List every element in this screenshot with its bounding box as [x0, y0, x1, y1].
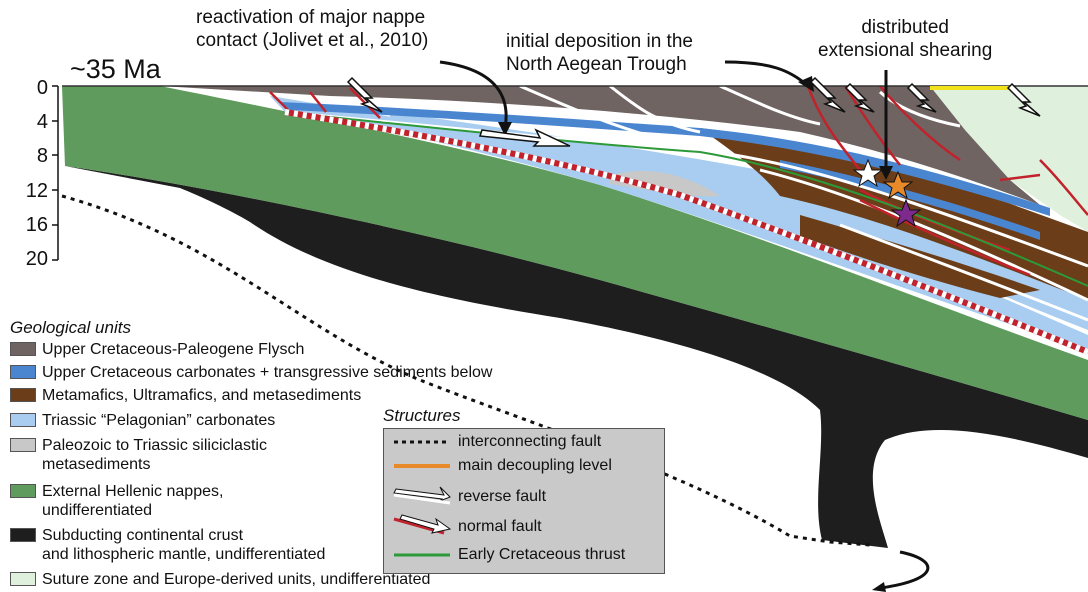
- shear-sense-arrows: [346, 76, 1041, 147]
- white-star: [852, 158, 884, 188]
- carbonates-band-2: [700, 128, 1050, 216]
- structures-legend: interconnecting fault main decoupling le…: [383, 428, 665, 574]
- extensional-shearing-annotation: distributed extensional shearing: [818, 17, 993, 61]
- early-cretaceous-thrust: [289, 112, 1088, 287]
- depth-tick-0: 0: [36, 77, 48, 99]
- structure-label-reverse: reverse fault: [458, 488, 547, 505]
- suture-zone-unit: [930, 86, 1088, 232]
- external-nappes-unit: [62, 86, 1088, 420]
- north-aegean-annotation: initial deposition in the North Aegean T…: [506, 31, 693, 75]
- legend-item-pelagonian: Triassic “Pelagonian” carbonates: [10, 411, 275, 430]
- reverse-fault-traces: [289, 84, 1088, 322]
- structure-label-interconnecting: interconnecting fault: [458, 433, 602, 450]
- structure-symbols: [393, 440, 452, 557]
- main-decoupling-level-dashes: [284, 109, 1088, 355]
- legend-label: External Hellenic nappes, undifferentiat…: [42, 483, 224, 519]
- legend-item-subducting: Subducting continental crust and lithosp…: [10, 526, 325, 564]
- legend-label: Upper Cretaceous-Paleogene Flysch: [42, 341, 305, 358]
- legend-label: Triassic “Pelagonian” carbonates: [42, 412, 276, 429]
- pelagonian-carbonates-unit-upper: [390, 112, 1088, 330]
- geological-units-title: Geological units: [10, 318, 131, 337]
- age-label: ~35 Ma: [70, 54, 161, 84]
- legend-label: Subducting continental crust and lithosp…: [42, 527, 326, 563]
- legend-item-flysch: Upper Cretaceous-Paleogene Flysch: [10, 340, 304, 359]
- legend-label: Upper Cretaceous carbonates + transgress…: [42, 364, 493, 381]
- legend-label: Suture zone and Europe-derived units, un…: [42, 571, 431, 588]
- legend-swatch: [10, 413, 36, 427]
- legend-swatch: [10, 438, 36, 452]
- legend-item-external-nappes: External Hellenic nappes, undifferentiat…: [10, 482, 223, 520]
- structure-label-normal: normal fault: [458, 518, 542, 535]
- legend-label: Paleozoic to Triassic siliciclastic meta…: [42, 437, 267, 473]
- depth-tick-12: 12: [25, 180, 48, 202]
- legend-swatch: [10, 365, 36, 379]
- interconnecting-fault: [61, 194, 871, 547]
- legend-swatch: [10, 484, 36, 498]
- legend-swatch: [10, 388, 36, 402]
- annotation-arrowheads: [498, 76, 893, 592]
- subducting-crust-unit: [65, 166, 1088, 548]
- stars: [852, 158, 922, 228]
- legend-item-suture: Suture zone and Europe-derived units, un…: [10, 570, 430, 589]
- legend-item-upper-carbonates: Upper Cretaceous carbonates + transgress…: [10, 363, 492, 382]
- legend-swatch: [10, 342, 36, 356]
- legend-label: Metamafics, Ultramafics, and metasedimen…: [42, 387, 362, 404]
- structure-label-thrust: Early Cretaceous thrust: [458, 546, 626, 563]
- nappe-contact-annotation: reactivation of major nappe contact (Jol…: [196, 7, 429, 51]
- orange-star: [882, 170, 914, 200]
- depth-tick-4: 4: [36, 111, 48, 133]
- red-half-arrow-symbol: [393, 514, 452, 535]
- depth-tick-8: 8: [36, 145, 48, 167]
- siliciclastic-unit: [610, 170, 720, 197]
- depth-axis: [52, 85, 59, 261]
- carbonates-band-1: [280, 102, 700, 136]
- legend-item-siliciclastic: Paleozoic to Triassic siliciclastic meta…: [10, 436, 267, 474]
- white-half-arrow-symbol: [393, 486, 451, 505]
- structures-title: Structures: [383, 406, 461, 425]
- purple-star: [890, 198, 922, 228]
- legend-item-metamafics: Metamafics, Ultramafics, and metasedimen…: [10, 386, 361, 405]
- depth-tick-16: 16: [25, 214, 48, 236]
- depth-tick-20: 20: [25, 248, 48, 270]
- structure-label-decoupling: main decoupling level: [458, 457, 612, 474]
- flysch-unit: [160, 86, 1040, 205]
- yellow-basin-fill: [930, 86, 1010, 90]
- legend-swatch: [10, 572, 36, 586]
- legend-swatch: [10, 528, 36, 542]
